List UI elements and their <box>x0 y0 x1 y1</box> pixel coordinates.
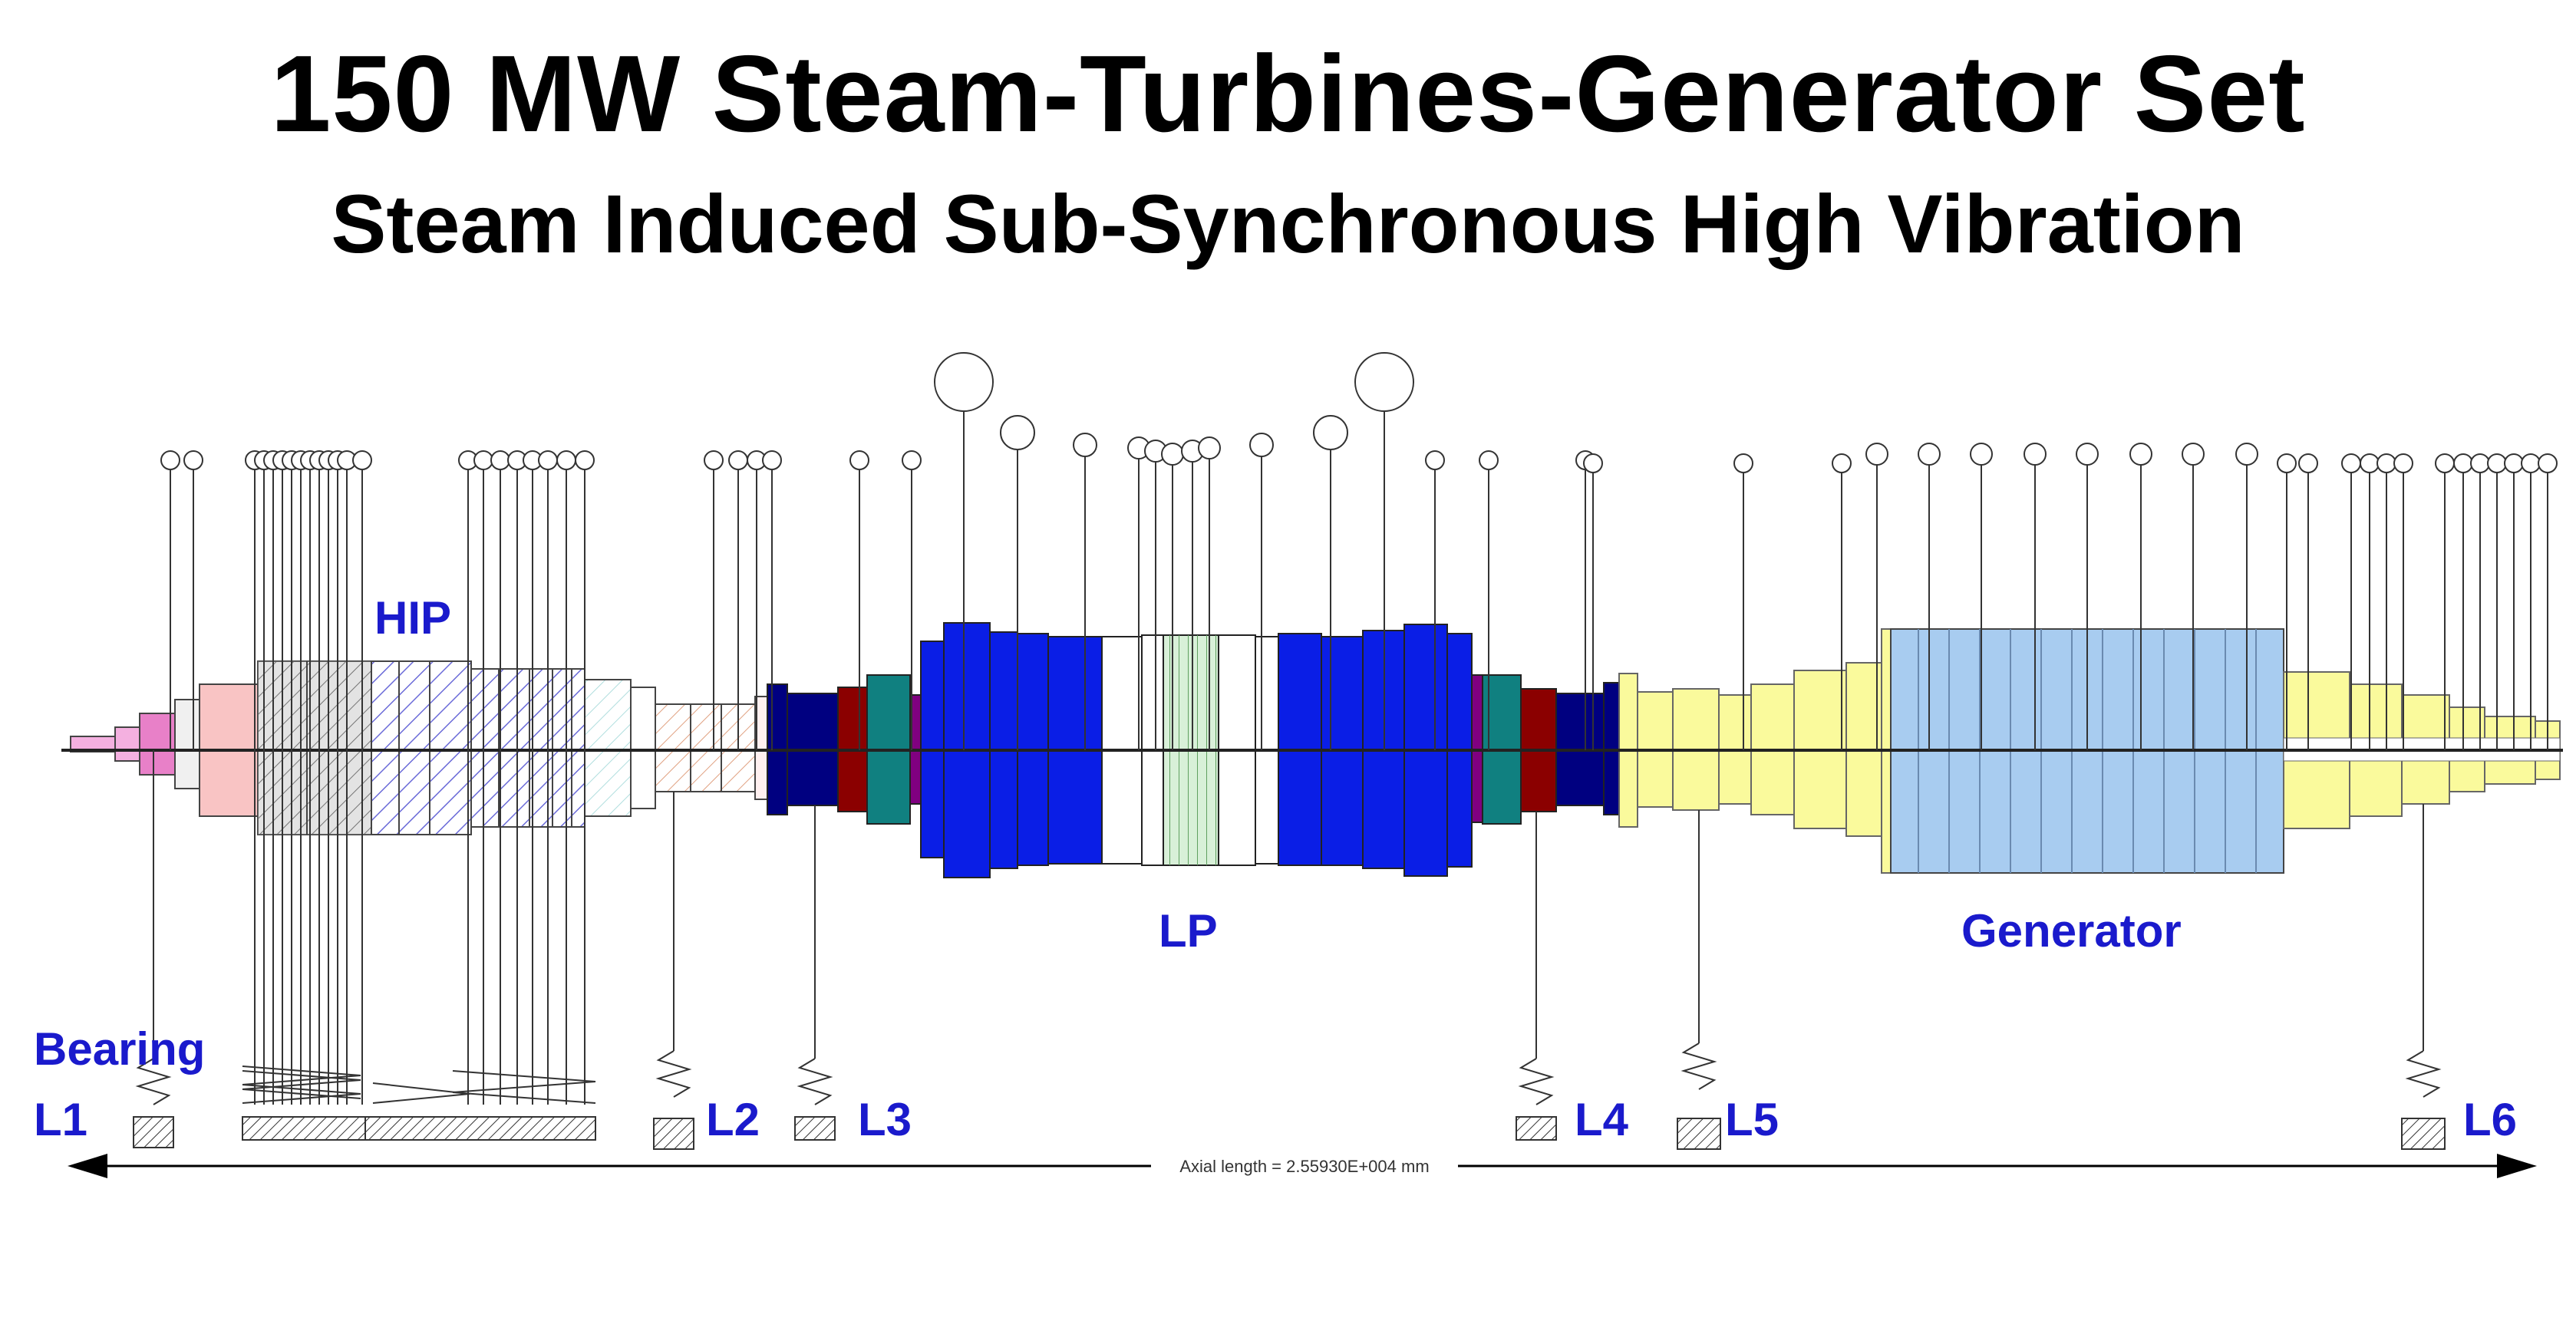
rotor-stub-left <box>70 699 200 789</box>
label-bearing-l5: L5 <box>1725 1094 1779 1145</box>
diagram-subtitle: Steam Induced Sub-Synchronous High Vibra… <box>331 177 2245 270</box>
label-bearing-l3: L3 <box>858 1094 912 1145</box>
label-generator: Generator <box>1961 905 2182 957</box>
label-bearing-l1: L1 <box>34 1094 87 1145</box>
axial-length-label: Axial length = 2.55930E+004 mm <box>1179 1157 1429 1176</box>
hip-rotor <box>199 660 774 835</box>
mass-station-markers <box>160 352 2558 1105</box>
label-bearing: Bearing <box>34 1023 205 1075</box>
diagram-title: 150 MW Steam-Turbines-Generator Set <box>270 33 2306 155</box>
label-bearing-l2: L2 <box>706 1094 760 1145</box>
bearing-supports <box>133 750 2446 1150</box>
label-lp: LP <box>1159 905 1218 957</box>
label-hip: HIP <box>374 592 451 644</box>
axial-length-dimension <box>68 1154 2537 1178</box>
label-bearing-l6: L6 <box>2463 1094 2517 1145</box>
label-bearing-l4: L4 <box>1575 1094 1629 1145</box>
